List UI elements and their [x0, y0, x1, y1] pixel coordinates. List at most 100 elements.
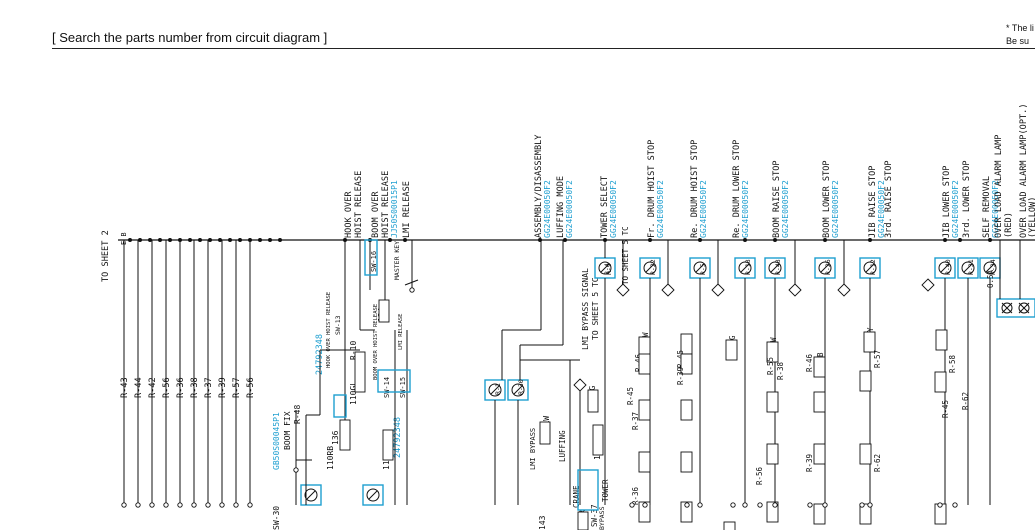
connector-diamond: [711, 283, 725, 297]
terminal: [409, 287, 415, 293]
junction-dot: [743, 238, 747, 242]
right-component-41: R-39: [805, 454, 814, 472]
junction-dot: [258, 238, 262, 242]
right-component-37: R-39: [676, 367, 685, 385]
resistor-label-9: R-56: [246, 377, 256, 398]
wire-tag-126g: [587, 389, 599, 413]
junction-dot: [958, 238, 962, 242]
terminal: [952, 502, 958, 508]
part-code-17: GG24E00050F2: [991, 180, 1000, 238]
left-component-9: 110RB: [326, 446, 335, 470]
switch-box-sw14-15: [377, 369, 411, 393]
resistor-label-7: R-39: [218, 377, 228, 398]
junction-dot: [128, 238, 132, 242]
switch-box-sw16: [364, 239, 378, 276]
terminal: [822, 502, 828, 508]
note-line-1: * The li: [1006, 23, 1034, 33]
relay-coil-mark: [600, 263, 610, 273]
relay-coil-mark: [368, 490, 378, 500]
wire-tag-box: [813, 503, 826, 525]
junction-dot: [198, 238, 202, 242]
terminal: [121, 502, 127, 508]
resistor-label-3: R-56: [162, 377, 172, 398]
right-component-36: R-45: [626, 387, 635, 405]
part-code-9: GG24E00050F2: [699, 180, 708, 238]
function-label-19: (RED): [1004, 212, 1014, 238]
wire-tag-134: [378, 299, 390, 323]
function-label-8: Fr. DRUM HOIST STOP: [647, 140, 657, 238]
center-component-12: 143: [538, 515, 547, 530]
relay-coil-mark: [645, 263, 655, 273]
terminal: [697, 502, 703, 508]
switch-box-sw37: [577, 469, 599, 511]
wire-tag-box: [813, 391, 826, 413]
relay-label-5: R-26: [824, 259, 832, 275]
function-label-2: BOOM OVER: [371, 191, 381, 238]
wire-tag-110rb: [339, 419, 351, 451]
junction-dot: [148, 238, 152, 242]
terminal: [205, 502, 211, 508]
left-component-15: LMI RELEASE: [398, 314, 404, 350]
connector-diamond: [788, 283, 802, 297]
key-switch: [404, 279, 419, 286]
wire-tag-box: [813, 356, 826, 378]
wire-tag-box: [680, 353, 693, 375]
part-code-10: GG24E00050F2: [741, 180, 750, 238]
page-title: [ Search the parts number from circuit d…: [52, 30, 328, 45]
wire-tag-box: [813, 443, 826, 465]
junction-dot: [988, 238, 992, 242]
wire-tag-box: [680, 399, 693, 421]
resistor-label-2: R-42: [148, 377, 158, 398]
terminal: [163, 502, 169, 508]
sheet-code: E B: [120, 232, 128, 245]
left-component-10: 136: [331, 430, 340, 445]
function-label-6: LUFFING MODE: [556, 176, 566, 238]
junction-dot: [228, 238, 232, 242]
switch-box-sw13: [333, 394, 347, 418]
junction-dot: [648, 238, 652, 242]
lamp-x: [1018, 302, 1030, 314]
lamp-x: [1001, 302, 1013, 314]
left-component-5: SW-13: [334, 315, 342, 335]
function-label-16: 3rd. LOWER STOP: [962, 160, 972, 238]
wire-tag-box: [766, 443, 779, 465]
terminal: [293, 467, 299, 473]
function-label-21: (YELLOW): [1028, 197, 1035, 238]
wire-tag-box: [680, 501, 693, 523]
relay-coil-mark: [770, 263, 780, 273]
terminal: [177, 502, 183, 508]
junction-dot: [238, 238, 242, 242]
sheet-label: TO SHEET 2: [101, 230, 111, 282]
resistor-label-0: R-43: [120, 377, 130, 398]
terminal: [191, 502, 197, 508]
part-code-15: GG24E00050F2: [951, 180, 960, 238]
center-component-3: LMI BYPASS: [529, 428, 537, 470]
junction-dot: [278, 238, 282, 242]
terminal: [807, 502, 813, 508]
terminal: [742, 502, 748, 508]
left-component-6: R-48: [293, 405, 302, 424]
relay-coil-mark: [865, 263, 875, 273]
right-component-0: TO SHEET 5 TC: [621, 226, 630, 285]
junction-dot: [943, 238, 947, 242]
part-code-3: JJ50S00015P1: [390, 180, 399, 238]
terminal: [867, 502, 873, 508]
left-component-8: 110GL: [349, 381, 358, 405]
function-label-1: HOIST RELEASE: [354, 171, 364, 238]
right-component-42: R-62: [961, 392, 970, 410]
wire-tag-box: [859, 443, 872, 465]
wire-tag-142lw: [539, 421, 551, 445]
terminal: [937, 502, 943, 508]
part-code-8: GG24E00050F2: [656, 180, 665, 238]
relay-coil-mark: [985, 263, 995, 273]
relay-coil-mark: [513, 385, 523, 395]
center-component-1: TO SHEET 5 TC: [591, 277, 600, 340]
connector-diamond: [616, 283, 630, 297]
terminal: [135, 502, 141, 508]
part-code-6: GG24E00050F2: [565, 180, 574, 238]
terminal: [859, 502, 865, 508]
relay-label-1: R-22: [649, 259, 657, 275]
terminal: [629, 502, 635, 508]
